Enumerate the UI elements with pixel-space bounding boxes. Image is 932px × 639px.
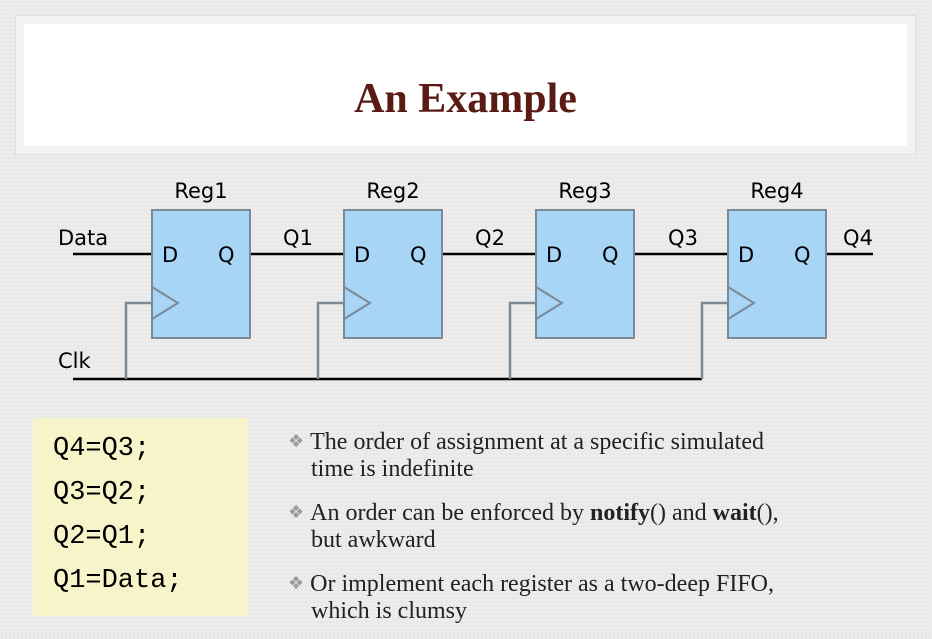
register-3: Reg3 D Q <box>535 179 635 339</box>
clk-branch-4 <box>700 301 728 379</box>
label-q3: Q3 <box>668 226 698 250</box>
reg3-d: D <box>546 243 562 267</box>
bullet-item-3: ❖Or implement each register as a two-dee… <box>288 571 774 624</box>
code-line-3: Q2=Q1; <box>53 522 151 552</box>
clk-branch-2 <box>316 301 344 379</box>
bullet-list: ❖The order of assignment at a specific s… <box>288 426 908 639</box>
bullet-item-1: ❖The order of assignment at a specific s… <box>288 429 764 482</box>
reg2-q: Q <box>410 243 427 267</box>
slide-title: An Example <box>354 76 577 122</box>
reg3-q: Q <box>602 243 619 267</box>
notify-keyword: notify <box>590 500 651 526</box>
code-line-1: Q4=Q3; <box>53 434 151 464</box>
register-1: Reg1 D Q <box>151 179 251 339</box>
reg4-d: D <box>738 243 754 267</box>
reg2-label: Reg2 <box>366 179 419 203</box>
title-box: An Example <box>15 15 916 155</box>
diamond-bullet-icon: ❖ <box>288 431 305 451</box>
label-q1: Q1 <box>283 226 313 250</box>
clk-branch-3 <box>508 301 536 379</box>
register-2: Reg2 D Q <box>343 179 443 339</box>
diamond-bullet-icon: ❖ <box>288 502 305 522</box>
reg1-label: Reg1 <box>174 179 227 203</box>
label-data: Data <box>58 226 108 250</box>
code-box: Q4=Q3; Q3=Q2; Q2=Q1; Q1=Data; <box>33 418 248 616</box>
reg1-q: Q <box>218 243 235 267</box>
reg2-d: D <box>354 243 370 267</box>
diamond-bullet-icon: ❖ <box>288 573 305 593</box>
reg4-q: Q <box>794 243 811 267</box>
register-4: Reg4 D Q <box>727 179 827 339</box>
code-line-2: Q3=Q2; <box>53 478 151 508</box>
clk-branch-1 <box>124 301 152 379</box>
label-q2: Q2 <box>475 226 505 250</box>
reg3-label: Reg3 <box>558 179 611 203</box>
code-line-4: Q1=Data; <box>53 566 183 596</box>
label-q4: Q4 <box>843 226 873 250</box>
register-diagram: Reg1 D Q Reg2 D Q Reg3 D Q Reg4 D Q Data… <box>58 179 873 381</box>
bullet-item-2: ❖An order can be enforced by notify() an… <box>288 500 779 553</box>
reg4-label: Reg4 <box>750 179 803 203</box>
reg1-d: D <box>162 243 178 267</box>
label-clk: Clk <box>58 349 91 373</box>
wait-keyword: wait <box>712 500 757 526</box>
